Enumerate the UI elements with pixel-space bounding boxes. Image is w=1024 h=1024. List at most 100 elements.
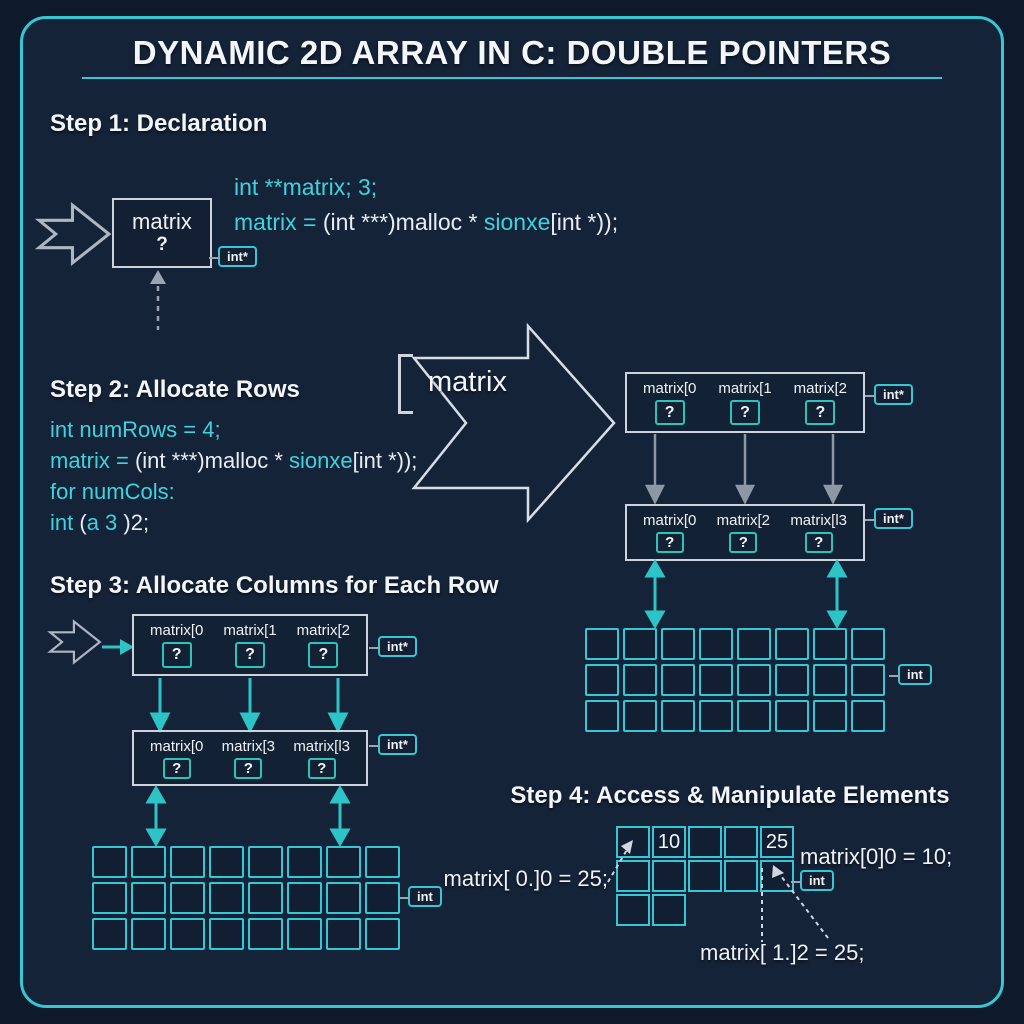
- grid-cell: [131, 918, 166, 950]
- pointer-cell-label: matrix[1: [223, 622, 277, 639]
- pointer-cell-label: matrix[2: [716, 512, 770, 529]
- code-line: matrix = (int ***)malloc * sionxe[int *)…: [50, 445, 417, 476]
- grid-cell: [661, 664, 695, 696]
- grid-cell: [209, 882, 244, 914]
- code-segment: sionxe: [483, 209, 551, 235]
- code-segment: matrix =: [234, 209, 323, 235]
- grid-cell: [365, 918, 400, 950]
- grid-cell: [688, 860, 722, 892]
- code-line: matrix = (int ***)malloc * sionxe[int *)…: [234, 205, 618, 240]
- dashed-up-arrow-icon: [150, 270, 166, 330]
- grid-cell: 25: [760, 826, 794, 858]
- type-tag-int-ptr: int*: [369, 636, 417, 657]
- type-tag-int: int: [399, 886, 442, 907]
- grid-cell: [851, 628, 885, 660]
- grid-cell: [661, 628, 695, 660]
- pointer-cell: matrix[2?: [794, 380, 847, 425]
- type-tag-int-ptr: int*: [865, 384, 913, 405]
- pointer-cell-label: matrix[2: [296, 622, 350, 639]
- grid-cell: [699, 628, 733, 660]
- code-segment: (: [79, 510, 87, 535]
- grid-cell: [813, 628, 847, 660]
- page-title: DYNAMIC 2D ARRAY IN C: DOUBLE POINTERS: [132, 34, 892, 71]
- question-box: ?: [655, 532, 684, 553]
- code-segment: matrix =: [50, 448, 135, 473]
- code-segment: (int ***)malloc *: [134, 448, 290, 473]
- question-box: ?: [730, 400, 760, 425]
- grid-cell: [287, 882, 322, 914]
- matrix-box-value: ?: [156, 234, 168, 255]
- step4-heading: Step 4: Access & Manipulate Elements: [510, 782, 950, 809]
- pointer-cell-label: matrix[0: [643, 512, 697, 529]
- pointer-cell-label: matrix[1: [718, 380, 772, 397]
- grid-cell: [623, 664, 657, 696]
- teal-right-arrow-icon: [102, 639, 134, 655]
- step2-code-block: int numRows = 4;matrix = (int ***)malloc…: [50, 414, 417, 538]
- pointer-cell-label: matrix[l3: [293, 738, 350, 755]
- type-tag-int: int: [791, 870, 834, 891]
- step4-grid: 10 25: [616, 826, 794, 928]
- grid-cell: [652, 860, 686, 892]
- grid-cell: [724, 860, 758, 892]
- grid-cell: [365, 882, 400, 914]
- grid-cell: [699, 664, 733, 696]
- right-int-grid: [585, 628, 885, 732]
- chevron-arrow-icon: [34, 201, 112, 267]
- type-tag-int: int: [889, 664, 932, 685]
- gray-down-arrows-icon: [644, 434, 844, 505]
- grid-cell: [661, 700, 695, 732]
- code-segment: (int ***)malloc *: [322, 209, 484, 235]
- type-tag-int-ptr: int*: [209, 246, 257, 267]
- grid-cell: [775, 664, 809, 696]
- step4-right-label: matrix[0]0 = 10;: [800, 844, 953, 869]
- question-box: ?: [805, 400, 836, 425]
- question-box: ?: [804, 532, 833, 553]
- pointer-cell: matrix[0?: [643, 512, 696, 553]
- grid-cell: [737, 664, 771, 696]
- grid-cell: [623, 700, 657, 732]
- code-segment: sionxe: [289, 448, 353, 473]
- grid-cell: [737, 628, 771, 660]
- teal-double-arrows-icon: [644, 558, 848, 630]
- grid-cell: [616, 894, 650, 926]
- grid-cell: [170, 846, 205, 878]
- grid-cell: [248, 882, 283, 914]
- code-segment: )2;: [123, 510, 150, 535]
- type-tag-int-ptr: int*: [369, 734, 417, 755]
- grid-cell: [813, 700, 847, 732]
- grid-cell: [131, 846, 166, 878]
- step1-code-block: int **matrix; 3; matrix = (int ***)malloc…: [234, 170, 618, 240]
- left-int-grid: [92, 846, 400, 950]
- pointer-cell: matrix[l3?: [790, 512, 847, 553]
- step2-heading: Step 2: Allocate Rows: [50, 376, 300, 403]
- question-box: ?: [654, 400, 685, 425]
- pointer-cell-label: matrix[3: [221, 738, 275, 755]
- step4-left-label: matrix[ 0.]0 = 25;: [443, 866, 608, 891]
- grid-cell: [287, 918, 322, 950]
- grid-cell: [760, 860, 794, 892]
- grid-cell: [326, 918, 361, 950]
- question-box: ?: [161, 642, 192, 668]
- grid-cell: [92, 918, 127, 950]
- code-segment: int **matrix; 3;: [234, 174, 378, 200]
- teal-down-arrows-icon: [149, 678, 349, 734]
- type-tag-int-ptr: int*: [865, 508, 913, 529]
- bracket-glyph: [398, 354, 413, 414]
- grid-cell: [699, 700, 733, 732]
- code-segment: [int *));: [352, 448, 418, 473]
- grid-cell: [616, 826, 650, 858]
- code-line: int **matrix; 3;: [234, 170, 618, 205]
- right-pointer-row-2: matrix[0?matrix[2?matrix[l3?: [625, 504, 865, 561]
- right-pointer-row-1: matrix[0?matrix[1?matrix[2?: [625, 372, 865, 433]
- grid-cell: [851, 700, 885, 732]
- grid-cell: [365, 846, 400, 878]
- grid-cell: [813, 664, 847, 696]
- grid-cell: [616, 860, 650, 892]
- step1-heading: Step 1: Declaration: [50, 110, 268, 137]
- grid-cell: 10: [652, 826, 686, 858]
- grid-cell: [585, 628, 619, 660]
- grid-cell: [775, 628, 809, 660]
- grid-cell: [209, 846, 244, 878]
- teal-double-arrows-icon: [145, 784, 351, 848]
- grid-cell: [652, 894, 686, 926]
